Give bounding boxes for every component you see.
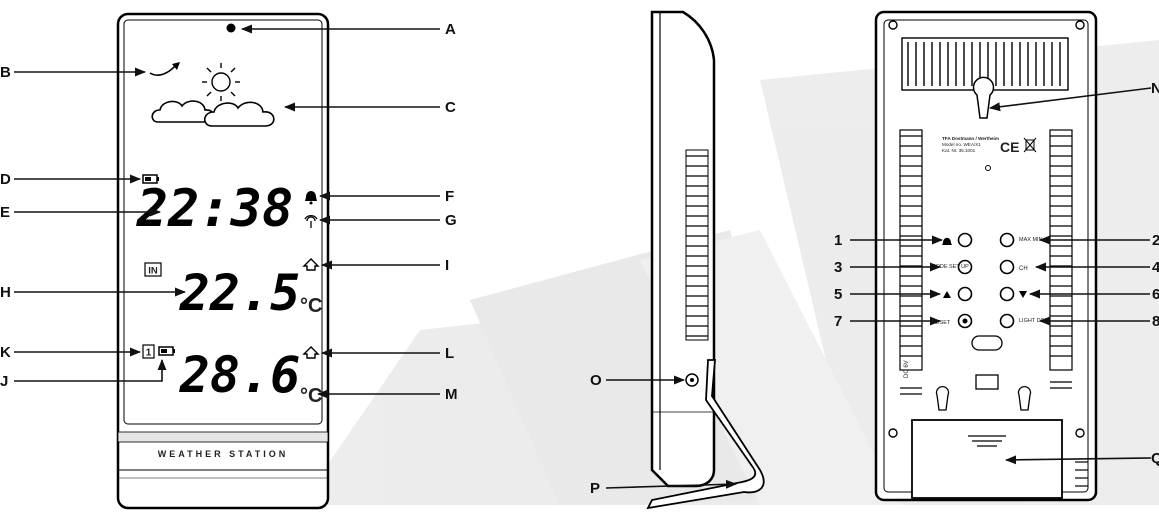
mode-setup-label: MODE SET UP [931, 264, 969, 270]
label-l: L [445, 345, 454, 362]
light-dim-label: LIGHT DIM [1019, 318, 1047, 324]
back-view: TFA Dostmann / Wertheim Model no. WEA/X1… [834, 10, 1159, 502]
label-n: N [1151, 80, 1159, 97]
alarm-bell-icon [305, 191, 317, 205]
trend-arrow [149, 64, 177, 76]
channel-button[interactable] [999, 259, 1015, 275]
battery-icon [142, 174, 159, 184]
label-d: D [0, 171, 11, 188]
channel-number: 1 [146, 348, 152, 359]
side-vents [685, 149, 709, 341]
back-callout-labels: 1 2 3 4 5 6 7 8 N Q [834, 80, 1159, 467]
radio-signal-icon [304, 215, 318, 228]
front-view: WEATHER STATION 2 [0, 12, 458, 510]
weee-icon [1023, 137, 1037, 153]
label-6: 6 [1152, 286, 1159, 303]
model-line-1: TFA Dostmann / Wertheim [942, 136, 999, 141]
wall-mount-hole [972, 76, 995, 119]
up-arrow-icon [943, 291, 951, 298]
max-min-button[interactable] [999, 232, 1015, 248]
label-p: P [590, 480, 600, 497]
cloud-icon [151, 100, 275, 127]
label-e: E [0, 204, 10, 221]
label-a: A [445, 21, 456, 38]
model-line-3: Kat. Nr. 35.1001 [942, 148, 976, 153]
indoor-trend-icon [302, 258, 320, 271]
label-2: 2 [1152, 232, 1159, 249]
bell-icon [942, 237, 952, 245]
light-sensor [226, 23, 236, 33]
label-3: 3 [834, 259, 842, 276]
label-f: F [445, 188, 454, 205]
label-h: H [0, 284, 11, 301]
label-7: 7 [834, 313, 842, 330]
ce-mark: CE [1000, 139, 1019, 155]
up-button[interactable] [957, 286, 973, 302]
indoor-tag: IN [148, 266, 158, 277]
screws [888, 20, 1085, 438]
down-button[interactable] [999, 286, 1015, 302]
max-min-label: MAX MIN [1019, 237, 1043, 243]
stand [646, 359, 765, 510]
label-j: J [0, 373, 8, 390]
front-callout-labels: A B C D E F G H I J K L M [0, 21, 458, 403]
label-b: B [0, 64, 11, 81]
reset-label: RESET [932, 320, 951, 326]
model-line-2: Model no. WEA/X1 [942, 142, 981, 147]
outdoor-battery-icon [158, 346, 175, 356]
label-o: O [590, 372, 602, 389]
alarm-button[interactable] [957, 232, 973, 248]
label-g: G [445, 212, 457, 229]
outdoor-unit: °C [300, 385, 322, 407]
brand-text: WEATHER STATION [158, 449, 289, 459]
light-dim-button[interactable] [999, 313, 1015, 329]
label-8: 8 [1152, 313, 1159, 330]
label-5: 5 [834, 286, 842, 303]
time-display: 22:38 [136, 179, 294, 239]
outdoor-trend-icon [302, 346, 320, 359]
mode-setup-button[interactable] [957, 259, 973, 275]
sun-icon [202, 63, 240, 101]
label-k: K [0, 344, 11, 361]
label-m: M [445, 386, 458, 403]
side-view: O P [590, 10, 765, 510]
down-arrow-icon [1019, 291, 1027, 298]
dc-text: DC 6V [904, 360, 910, 378]
label-1: 1 [834, 232, 842, 249]
outdoor-temperature: 28.6 [179, 346, 300, 404]
label-c: C [445, 99, 456, 116]
indoor-temperature: 22.5 [179, 264, 300, 322]
label-q: Q [1151, 450, 1159, 467]
back-buttons [957, 232, 1015, 329]
indoor-unit: °C [300, 295, 322, 317]
label-4: 4 [1152, 259, 1159, 276]
label-i: I [445, 257, 449, 274]
ch-label: CH [1019, 266, 1028, 272]
